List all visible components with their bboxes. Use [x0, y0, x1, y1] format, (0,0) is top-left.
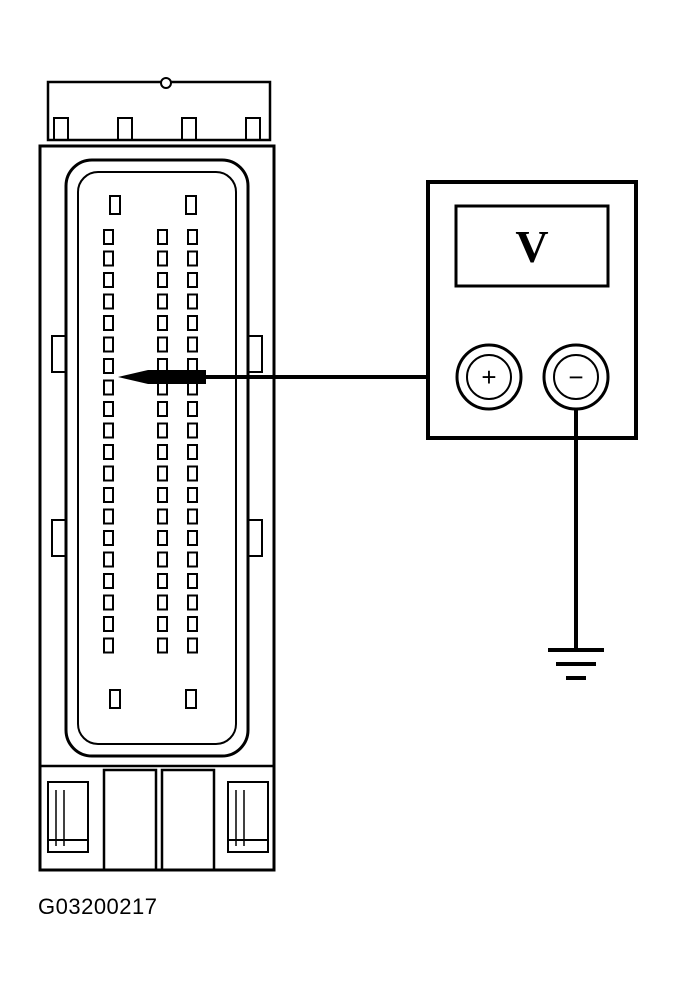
- pin-cavity: [157, 401, 168, 417]
- pin-cavity: [187, 637, 198, 654]
- voltmeter-display: [454, 204, 610, 288]
- pin-cavity: [157, 616, 168, 632]
- negative-terminal: −: [542, 343, 610, 411]
- pin-cavity: [187, 616, 198, 632]
- pin-cavity: [187, 465, 198, 482]
- pin-cavity: [187, 272, 198, 288]
- connector: [38, 77, 276, 872]
- pin-cavity: [157, 594, 168, 611]
- pin-cavity: [157, 530, 168, 546]
- pin-cavity: [157, 487, 168, 503]
- pin-cavity: [187, 293, 198, 310]
- pin-cavity: [187, 401, 198, 417]
- pin-cavity: [157, 272, 168, 288]
- ground-symbol-icon: [548, 648, 604, 680]
- pin-cavity: [103, 487, 114, 503]
- probe-tip-icon: [118, 370, 206, 384]
- pin-cavity: [187, 594, 198, 611]
- pin-cavity: [157, 336, 168, 353]
- pin-cavity: [103, 315, 114, 331]
- pin-cavity: [103, 293, 114, 310]
- pin-cavity: [157, 551, 168, 568]
- pin-cavity: [187, 551, 198, 568]
- pin-cavity: [103, 272, 114, 288]
- pin-cavity: [103, 594, 114, 611]
- end-pin-markers: [109, 195, 197, 709]
- pin-cavity: [157, 637, 168, 654]
- test-lead: [118, 370, 458, 384]
- voltmeter: V + −: [426, 180, 638, 440]
- pin-cavity: [157, 444, 168, 460]
- negative-terminal-sign: −: [568, 362, 583, 392]
- pin-cavity: [103, 530, 114, 546]
- connector-latch: [46, 77, 272, 142]
- pin-cavity: [103, 358, 114, 374]
- pin-cavity: [187, 336, 198, 353]
- pin-cavity: [103, 508, 114, 525]
- pin-cavity: [187, 508, 198, 525]
- pin-cavity: [157, 250, 168, 267]
- pin-cavity: [157, 315, 168, 331]
- pin-field-outer: [64, 158, 250, 758]
- pin-cavity: [157, 465, 168, 482]
- pin-field-inner: [77, 171, 237, 745]
- pin-cavity: [187, 444, 198, 460]
- pin-cavity: [103, 573, 114, 589]
- pin-cavity: [187, 250, 198, 267]
- pin-cavity: [103, 444, 114, 460]
- pin-cavity: [103, 379, 114, 396]
- pin-cavity: [103, 336, 114, 353]
- pin-cavity: [103, 551, 114, 568]
- pin-cavity: [103, 465, 114, 482]
- pin-cavity: [103, 229, 114, 245]
- pin-cavity: [157, 422, 168, 439]
- pin-cavity: [157, 573, 168, 589]
- pin-cavity: [103, 616, 114, 632]
- pin-cavity: [187, 315, 198, 331]
- connector-pins: [103, 229, 198, 654]
- pin-cavity: [157, 229, 168, 245]
- pin-cavity: [187, 530, 198, 546]
- pin-cavity: [157, 293, 168, 310]
- pin-cavity: [187, 229, 198, 245]
- pin-cavity: [103, 422, 114, 439]
- pin-cavity: [187, 422, 198, 439]
- pin-cavity: [187, 487, 198, 503]
- pin-cavity: [103, 637, 114, 654]
- figure-id: G03200217: [38, 894, 158, 919]
- positive-terminal-sign: +: [481, 362, 496, 392]
- pin-cavity: [187, 573, 198, 589]
- pin-cavity: [103, 401, 114, 417]
- positive-terminal: +: [455, 343, 523, 411]
- pin-cavity: [157, 508, 168, 525]
- pin-cavity: [103, 250, 114, 267]
- voltmeter-display-label: V: [515, 221, 548, 272]
